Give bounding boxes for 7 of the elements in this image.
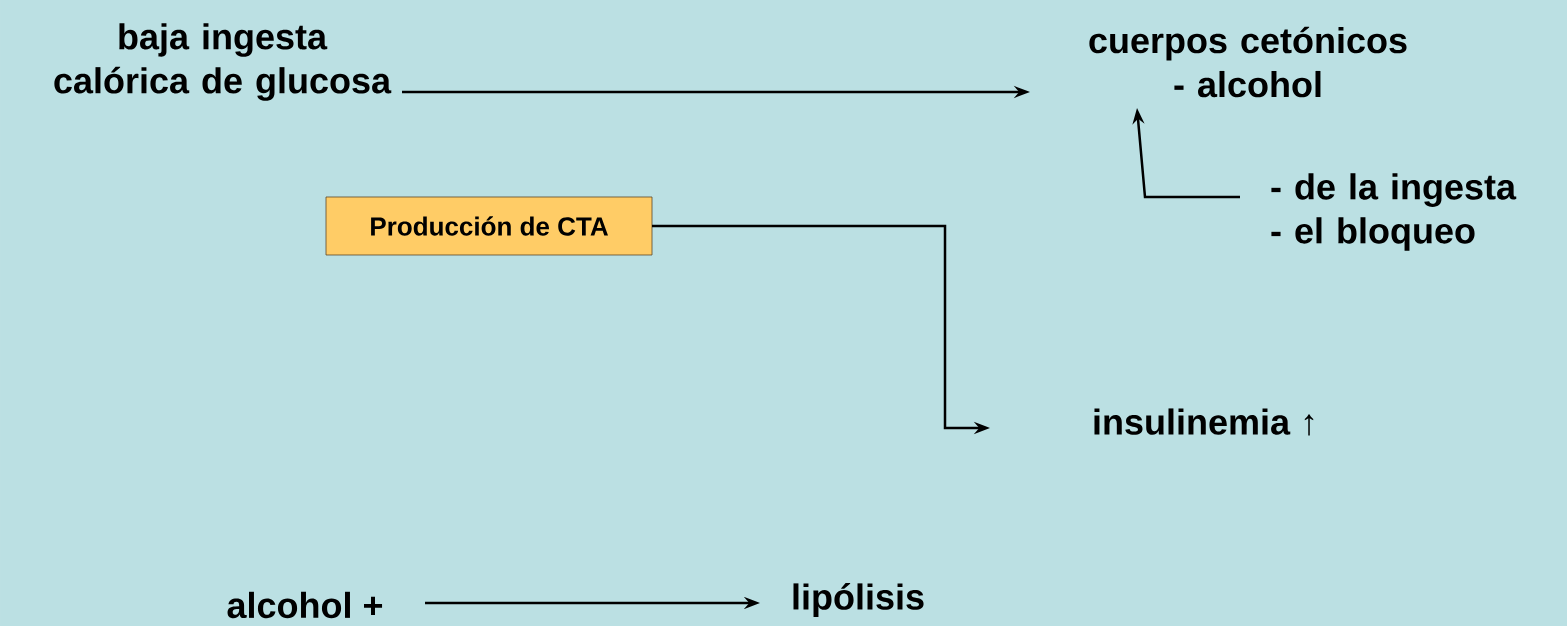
text-label: alcohol + [227, 591, 383, 619]
text-label: insulinemia ↑ [1094, 408, 1314, 436]
text-label: baja ingesta calórica de glucosa [54, 23, 392, 101]
text-label: lipólisis [793, 583, 924, 617]
text-label: - de la ingesta - el bloqueo [1271, 173, 1517, 251]
process-box: Producción de CTA [325, 196, 653, 256]
text-label: cuerpos cetónicos - alcohol [1089, 26, 1407, 98]
